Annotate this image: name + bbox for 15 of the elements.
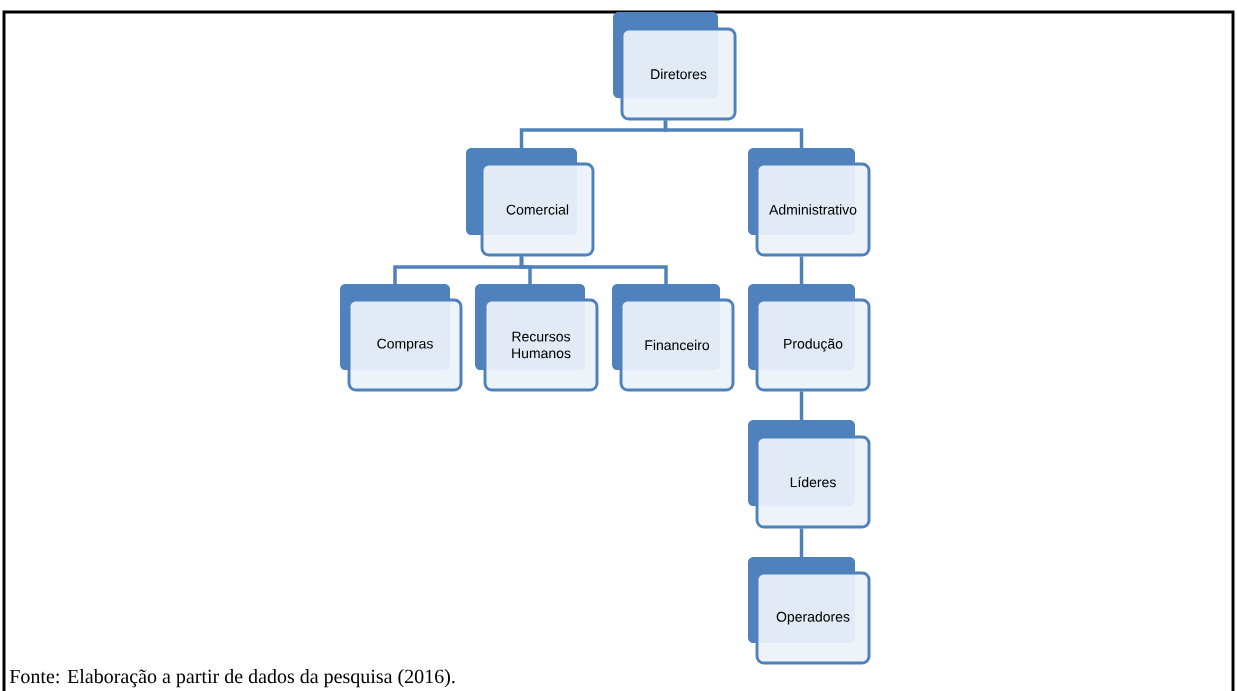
org-box: Produção [748,284,871,392]
org-box: Recursos Humanos [475,284,599,392]
org-box: Líderes [748,420,871,529]
org-box: Operadores [748,557,871,665]
connector-line [519,256,668,284]
org-box: Diretores [613,12,737,121]
caption: Fonte: Elaboração a partir de dados da pesquisa (2016). [9,669,455,688]
org-box: Compras [340,284,463,392]
org-box: Comercial [466,148,595,257]
connector-line [799,391,804,420]
org-box: Administrativo [748,148,871,257]
org-box: Financeiro [612,284,735,392]
connector-line [799,256,804,284]
connector-line [799,528,804,557]
connector-line [663,120,804,148]
